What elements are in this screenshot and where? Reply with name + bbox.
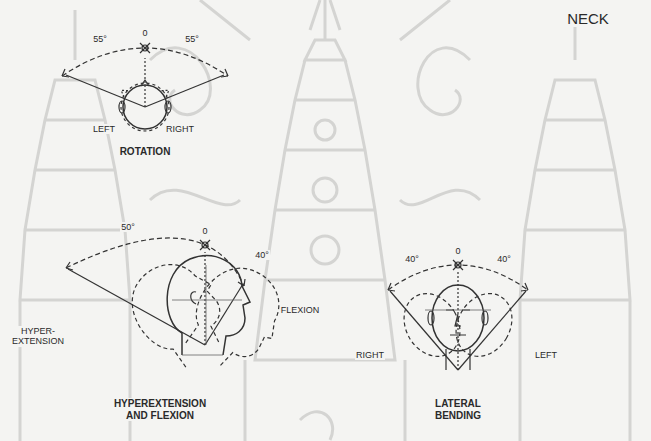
direction-label: HYPER- EXTENSION <box>8 326 68 347</box>
direction-label: RIGHT <box>355 350 385 360</box>
angle-label: 0 <box>454 246 461 256</box>
angle-label: 50° <box>120 222 136 232</box>
angle-label: 40° <box>496 254 512 264</box>
figure-caption: LATERAL BENDING <box>420 398 497 421</box>
figure-caption: HYPEREXTENSION AND FLEXION <box>104 398 216 421</box>
direction-label: LEFT <box>534 350 558 360</box>
angle-label: 40° <box>404 254 420 264</box>
direction-label: RIGHT <box>165 124 195 134</box>
direction-label: LEFT <box>92 124 116 134</box>
angle-label: 40° <box>254 250 270 260</box>
angle-label: 55° <box>184 34 200 44</box>
figure-caption: ROTATION <box>119 146 172 158</box>
page-title: NECK <box>566 10 610 27</box>
direction-label: FLEXION <box>280 305 321 315</box>
angle-label: 55° <box>92 34 108 44</box>
angle-label: 0 <box>141 28 148 38</box>
angle-label: 0 <box>201 226 208 236</box>
